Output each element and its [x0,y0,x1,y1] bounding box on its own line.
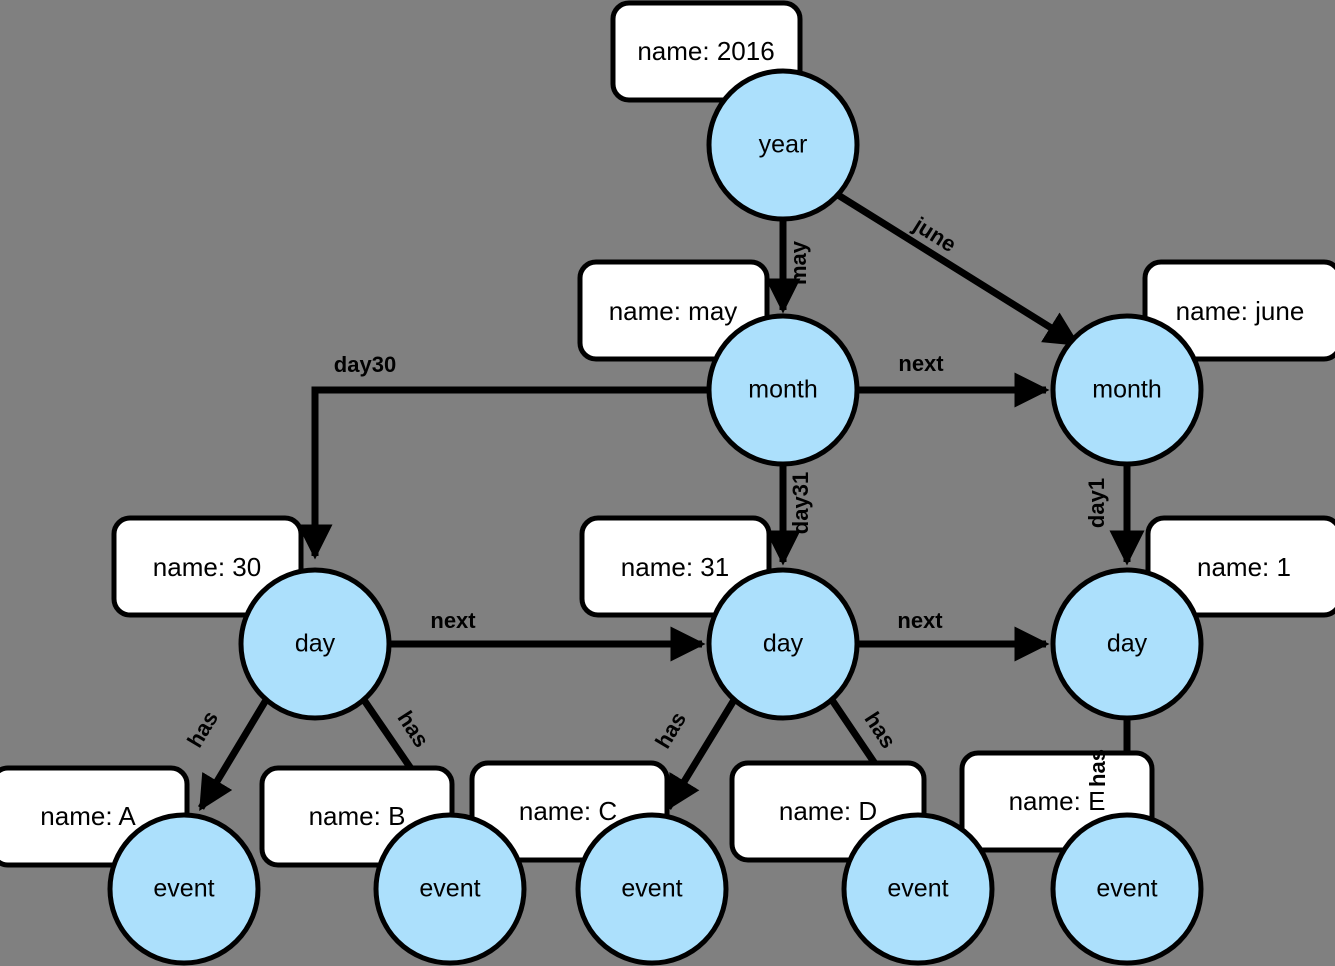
node-label-event-b: event [419,875,480,903]
node-label-day-1: day [1107,630,1148,658]
property-text-event-d: name: D [779,796,877,826]
property-text-day-1: name: 1 [1197,552,1291,582]
node-event-c[interactable]: event [575,812,729,966]
edge-day31-has-c[interactable] [665,698,737,811]
edge-label-next-months: next [898,351,944,376]
node-event-a[interactable]: event [107,812,261,966]
property-text-event-b: name: B [309,801,406,831]
property-box-month-may[interactable]: name: may [577,259,770,362]
property-text-month-may: name: may [609,296,738,326]
property-box-month-june[interactable]: name: june [1142,259,1335,362]
property-text-event-c: name: C [519,796,617,826]
node-day-1[interactable]: day [1050,567,1204,721]
node-label-event-a: event [153,875,214,903]
edge-day30-has-a[interactable] [198,698,269,811]
edge-label-june: june [908,211,960,257]
node-label-day-31: day [763,630,804,658]
node-day-31[interactable]: day [706,567,860,721]
edge-label-may: may [786,240,811,285]
node-month-june[interactable]: month [1050,313,1204,467]
edge-year-june[interactable] [836,192,1080,347]
node-event-b[interactable]: event [373,812,527,966]
edge-may-day30[interactable] [297,386,709,560]
edge-label-day31: day31 [788,472,813,534]
property-text-month-june: name: june [1176,296,1305,326]
edge-label-next-day31-day1: next [897,608,943,633]
node-label-day-30: day [295,630,336,658]
property-box-day-31[interactable]: name: 31 [579,515,772,618]
property-box-day-30[interactable]: name: 30 [111,515,304,618]
node-label-event-c: event [621,875,682,903]
node-label-month-june: month [1092,376,1161,404]
edge-label-has-a: has [182,706,223,751]
node-event-d[interactable]: event [841,812,995,966]
node-event-e[interactable]: event [1050,812,1204,966]
node-month-may[interactable]: month [706,313,860,467]
node-label-month-may: month [748,376,817,404]
node-day-30[interactable]: day [238,567,392,721]
property-text-event-a: name: A [40,801,136,831]
property-text-year-2016: name: 2016 [637,36,774,66]
node-label-event-d: event [887,875,948,903]
edge-label-day30: day30 [334,352,396,377]
edge-label-has-e: has [1085,749,1110,787]
property-box-day-1[interactable]: name: 1 [1145,515,1335,618]
property-text-day-31: name: 31 [621,552,729,582]
edge-label-next-day30-day31: next [430,608,476,633]
edge-label-day1: day1 [1084,478,1109,528]
node-year[interactable]: year [706,68,860,222]
edge-label-has-c: has [650,707,691,752]
node-label-year: year [759,131,808,159]
property-text-event-e: name: E [1009,786,1106,816]
node-label-event-e: event [1096,875,1157,903]
property-text-day-30: name: 30 [153,552,261,582]
